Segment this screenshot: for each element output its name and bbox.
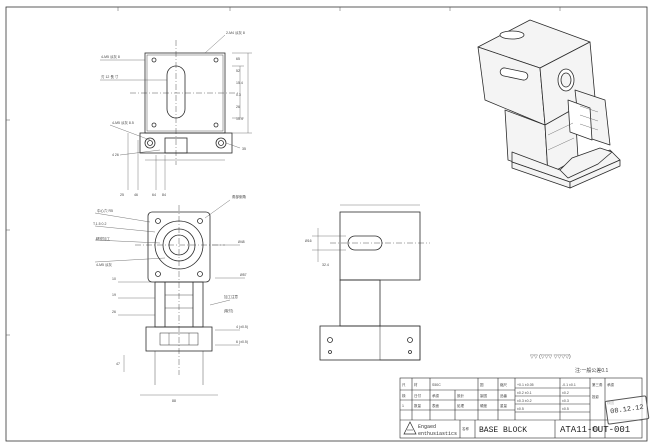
svg-text:2-M4 淡灰 8: 2-M4 淡灰 8 — [226, 30, 245, 35]
side-view-dimensions — [312, 204, 420, 262]
svg-text:第三角: 第三角 — [592, 382, 603, 387]
svg-text:19: 19 — [112, 293, 116, 297]
svg-text:図: 図 — [480, 383, 484, 387]
svg-text:▽▽ (▽▽▽ ▽▽▽▽): ▽▽ (▽▽▽ ▽▽▽▽) — [530, 354, 571, 360]
svg-text:名称: 名称 — [462, 426, 470, 431]
svg-text:設計: 設計 — [457, 393, 465, 398]
svg-text:±0.2: ±0.2 — [562, 391, 569, 395]
svg-text:品番: 品番 — [500, 393, 508, 398]
svg-text:35: 35 — [242, 147, 246, 151]
svg-text:10: 10 — [112, 277, 116, 281]
top-view-dimensions — [100, 34, 252, 190]
svg-text:64: 64 — [152, 193, 156, 197]
svg-text:Ø48: Ø48 — [238, 240, 245, 244]
svg-text:重量: 重量 — [500, 403, 508, 408]
top-view — [130, 40, 240, 165]
svg-text:4-M5 淡灰 8: 4-M5 淡灰 8 — [101, 54, 120, 59]
side-view — [319, 211, 430, 361]
front-view-labels: 中心穴 R5 T.1.5 0.2 精密加工 4-M5 淡灰 角部倒角 Ø48 Ø… — [93, 194, 248, 403]
isometric-hatching — [547, 105, 599, 151]
svg-text:硬度: 硬度 — [480, 403, 488, 408]
surface-notes: ▽▽ (▽▽▽ ▽▽▽▽) 注:一般公差0.1 — [530, 354, 609, 374]
svg-text:精密加工: 精密加工 — [96, 236, 110, 241]
svg-text:処理: 処理 — [457, 403, 465, 408]
svg-text:+0.1 ±0.05: +0.1 ±0.05 — [517, 383, 534, 387]
svg-text:(取付): (取付) — [224, 308, 233, 313]
svg-text:材: 材 — [414, 382, 418, 387]
svg-text:4 26: 4 26 — [112, 153, 119, 157]
svg-text:25: 25 — [120, 193, 124, 197]
svg-text:15.4: 15.4 — [236, 117, 243, 121]
svg-text:S50C: S50C — [432, 383, 441, 387]
svg-text:尺: 尺 — [402, 383, 406, 387]
svg-text:日付: 日付 — [414, 393, 422, 398]
side-view-labels: Ø16 32.4 — [305, 239, 329, 267]
svg-text:65: 65 — [236, 57, 240, 61]
svg-text:±0.3 ±0.2: ±0.3 ±0.2 — [517, 399, 532, 403]
svg-text:製図: 製図 — [480, 393, 488, 398]
isometric-view — [477, 19, 621, 189]
svg-text:刃 12 長 寸: 刃 12 長 寸 — [101, 74, 119, 79]
svg-text:投影: 投影 — [592, 394, 600, 399]
svg-text:15.4: 15.4 — [236, 81, 243, 85]
svg-text:承認: 承認 — [432, 393, 440, 398]
svg-text:承認: 承認 — [607, 382, 615, 387]
svg-text:数量: 数量 — [414, 403, 422, 408]
svg-text:26: 26 — [112, 310, 116, 314]
front-view-dimensions — [94, 199, 245, 396]
svg-text:88: 88 — [172, 399, 176, 403]
svg-text:26: 26 — [236, 105, 240, 109]
svg-text:1: 1 — [402, 404, 404, 408]
svg-text:4-M5 淡灰 8.5: 4-M5 淡灰 8.5 — [112, 120, 134, 125]
svg-text:検: 検 — [402, 393, 406, 398]
svg-text:84: 84 — [162, 193, 166, 197]
svg-text:0.3: 0.3 — [236, 93, 241, 97]
svg-text:4-M5 淡灰: 4-M5 淡灰 — [96, 262, 112, 267]
svg-text:4 (±0.5): 4 (±0.5) — [236, 325, 248, 329]
svg-text:±0.5: ±0.5 — [562, 407, 569, 411]
svg-text:加工注意: 加工注意 — [224, 294, 238, 299]
svg-text:-0.1 ±0.1: -0.1 ±0.1 — [562, 383, 576, 387]
svg-text:52: 52 — [236, 69, 240, 73]
svg-text:46: 46 — [134, 193, 138, 197]
border-ticks — [6, 7, 561, 336]
company-logo — [403, 421, 417, 435]
svg-text:図番: 図番 — [592, 426, 600, 431]
svg-text:T.1.5 0.2: T.1.5 0.2 — [93, 222, 106, 226]
top-view-labels: 4-M5 淡灰 8 刃 12 長 寸 2-M4 淡灰 8 65 52 15.4 0.… — [101, 30, 246, 197]
svg-text:±0.2 ±0.1: ±0.2 ±0.1 — [517, 391, 532, 395]
svg-text:±0.3: ±0.3 — [562, 399, 569, 403]
svg-text:32.4: 32.4 — [322, 263, 329, 267]
svg-text:角部倒角: 角部倒角 — [232, 194, 246, 199]
svg-text:中心穴 R5: 中心穴 R5 — [97, 208, 113, 213]
svg-text:縮尺: 縮尺 — [500, 382, 508, 387]
company-name: Engaed — [418, 424, 437, 430]
svg-text:表面: 表面 — [432, 403, 440, 408]
svg-text:47: 47 — [116, 362, 120, 366]
sheet-border — [5, 6, 648, 442]
svg-text:±0.5: ±0.5 — [517, 407, 524, 411]
drawing-name: BASE BLOCK — [479, 426, 528, 435]
svg-text:6 (±0.5): 6 (±0.5) — [236, 340, 248, 344]
stamp-date: 08.12.12 — [609, 403, 645, 417]
company-subtitle: enthusiastics — [418, 431, 458, 437]
svg-text:Ø16: Ø16 — [305, 239, 312, 243]
svg-text:注:一般公差0.1: 注:一般公差0.1 — [575, 367, 609, 374]
front-view — [135, 205, 225, 385]
svg-text:Ø57: Ø57 — [240, 273, 247, 277]
drawing-number: ATA11-CUT-001 — [560, 425, 631, 435]
